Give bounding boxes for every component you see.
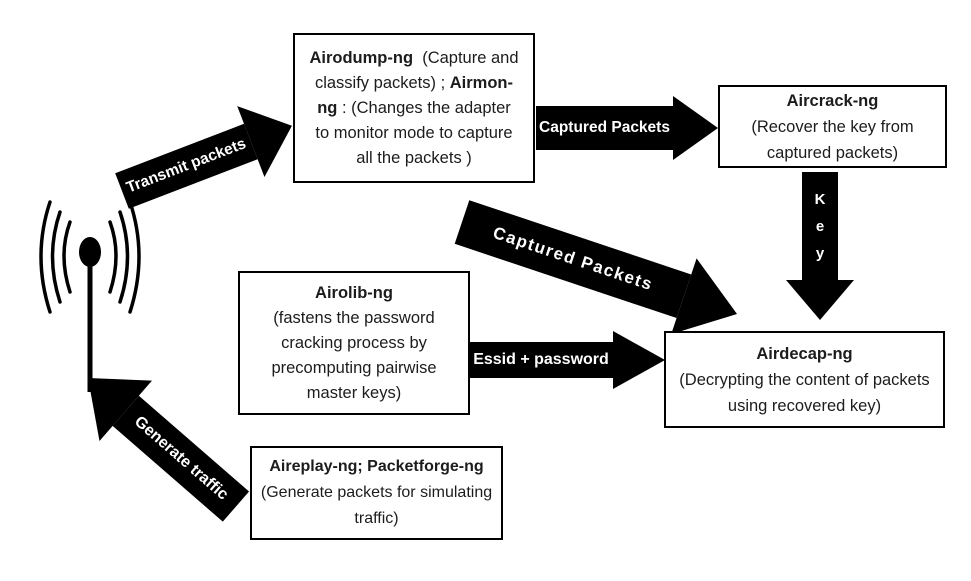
essid-password-label: Essid + password bbox=[473, 351, 609, 368]
airdecap-title: Airdecap-ng bbox=[756, 344, 853, 363]
wifi-antenna-icon bbox=[39, 200, 141, 392]
aircrack-desc: (Recover the key from captured packets) bbox=[751, 117, 914, 162]
key-label-letter: K bbox=[814, 190, 826, 208]
airolib-box: Airolib-ng (fastens the password crackin… bbox=[238, 271, 470, 415]
airodump-title: Airodump-ng bbox=[309, 48, 414, 67]
airodump-airmon-text: Airodump-ng (Capture and classify packet… bbox=[309, 46, 519, 171]
airolib-desc: (fastens the password cracking process b… bbox=[271, 308, 437, 402]
key-arrow: K e y bbox=[786, 172, 854, 320]
captured-packets-arrow-diagonal: Captured Packets bbox=[449, 184, 750, 352]
airodump-airmon-box: Airodump-ng (Capture and classify packet… bbox=[293, 33, 535, 183]
airdecap-desc: (Decrypting the content of packets using… bbox=[679, 370, 930, 415]
aircrack-box: Aircrack-ng (Recover the key from captur… bbox=[718, 85, 947, 168]
key-label-letter: e bbox=[815, 217, 825, 235]
generate-traffic-arrow: Generate traffic bbox=[61, 347, 262, 537]
aireplay-title: Aireplay-ng; Packetforge-ng bbox=[269, 458, 484, 475]
captured-packets-arrow-top: Captured Packets bbox=[536, 96, 718, 160]
aircrack-title: Aircrack-ng bbox=[786, 91, 879, 110]
airdecap-box: Airdecap-ng (Decrypting the content of p… bbox=[664, 331, 945, 428]
airodump-desc: (Capture and classify packets) ; bbox=[314, 48, 519, 92]
captured-packets-top-label: Captured Packets bbox=[539, 119, 670, 136]
transmit-packets-label: Transmit packets bbox=[124, 135, 249, 197]
captured-packets-diagonal-label: Captured Packets bbox=[490, 223, 656, 295]
airolib-title: Airolib-ng bbox=[315, 283, 393, 302]
essid-password-arrow: Essid + password bbox=[469, 331, 665, 389]
airmon-desc: : (Changes the adapter to monitor mode t… bbox=[315, 98, 513, 167]
aireplay-packetforge-box: Aireplay-ng; Packetforge-ng (Generate pa… bbox=[250, 446, 503, 540]
key-label-letter: y bbox=[815, 244, 825, 262]
transmit-packets-arrow: Transmit packets bbox=[108, 90, 306, 226]
airmon-title: Airmon-ng bbox=[317, 73, 514, 117]
generate-traffic-label: Generate traffic bbox=[130, 413, 232, 504]
aireplay-desc: (Generate packets for simulating traffic… bbox=[260, 484, 493, 527]
